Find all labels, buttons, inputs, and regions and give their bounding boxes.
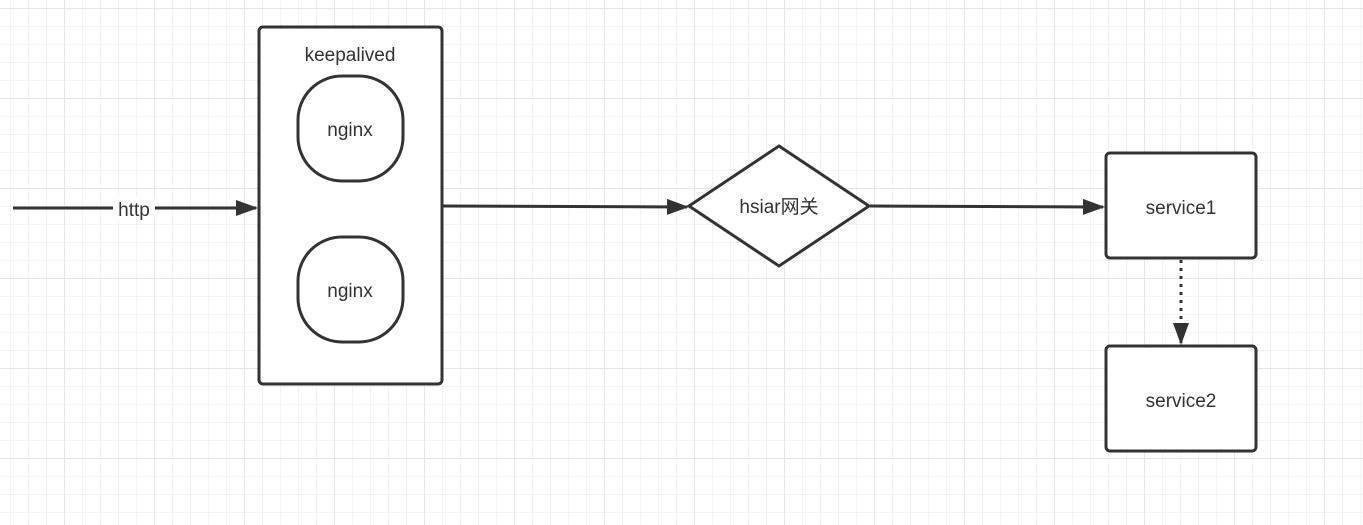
nginx-1-shape — [296, 74, 405, 183]
service1-label: service1 — [1146, 198, 1217, 219]
service2-box — [1104, 344, 1258, 453]
nginx-2-shape — [296, 235, 405, 344]
edge-http-label: http — [118, 200, 150, 221]
edge-http-label-bg — [113, 197, 155, 219]
service1-node: service1 — [1104, 151, 1258, 260]
nginx-1-label: nginx — [327, 120, 373, 141]
nginx-node-1: nginx — [296, 74, 405, 183]
edge-keepalived-to-gateway — [442, 198, 689, 215]
edge-http: http — [13, 197, 258, 221]
service2-node: service2 — [1104, 344, 1258, 453]
edge-gateway-to-service1 — [869, 198, 1105, 215]
nginx-2-label: nginx — [327, 281, 373, 302]
gateway-diamond — [686, 144, 872, 268]
gateway-label: hsiar网关 — [739, 196, 818, 218]
gateway-node: hsiar网关 — [686, 144, 872, 268]
service2-label: service2 — [1146, 391, 1217, 412]
service1-box — [1104, 151, 1258, 260]
keepalived-label: keepalived — [305, 45, 396, 66]
nginx-node-2: nginx — [296, 235, 405, 344]
